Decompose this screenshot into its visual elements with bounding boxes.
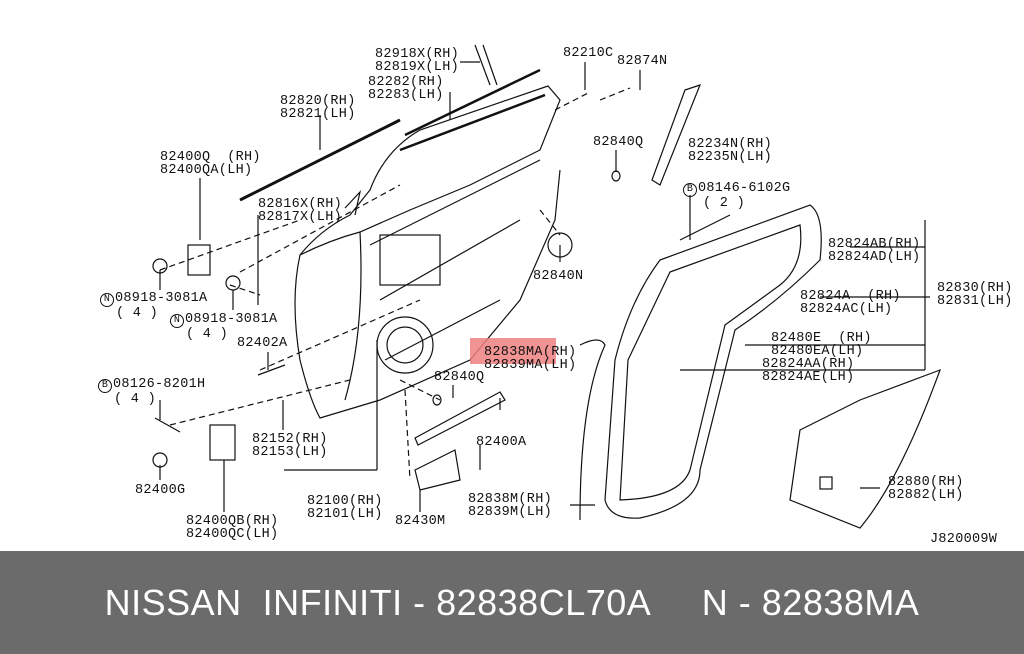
part-label[interactable]: 82918X(RH)82819X(LH) bbox=[375, 47, 460, 75]
part-label[interactable]: 82838M(RH)82839M(LH) bbox=[468, 492, 553, 520]
nut-marker-icon: N bbox=[100, 293, 114, 307]
part-label[interactable]: 82816X(RH)82817X(LH) bbox=[258, 197, 343, 225]
trim-panel-drawing bbox=[789, 368, 942, 529]
part-label[interactable]: 82820(RH)82821(LH) bbox=[280, 94, 356, 122]
weatherstrip-drawing bbox=[604, 204, 822, 519]
part-label[interactable]: 82480E (RH)82480EA(LH) bbox=[771, 331, 872, 359]
part-label[interactable]: 82824A (RH)82824AC(LH) bbox=[800, 289, 901, 317]
parts-diagram: 82918X(RH)82819X(LH) 82210C 82874N 82282… bbox=[98, 44, 1013, 547]
highlighted-part-marker bbox=[470, 338, 556, 364]
part-label[interactable]: 82840N bbox=[533, 269, 584, 284]
part-label[interactable]: 82874N bbox=[617, 54, 668, 69]
part-label[interactable]: 82210C bbox=[563, 46, 614, 61]
hinge-upper bbox=[187, 244, 211, 276]
hinge-lower bbox=[209, 424, 236, 461]
bolt-marker-icon: B bbox=[683, 183, 697, 197]
door-line-art bbox=[152, 44, 942, 529]
part-label[interactable]: 82400QB(RH)82400QC(LH) bbox=[186, 514, 279, 542]
part-label[interactable]: 82100(RH)82101(LH) bbox=[307, 494, 383, 522]
part-number-banner: NISSAN INFINITI - 82838CL70A N - 82838MA bbox=[0, 551, 1024, 654]
diagram-code: J820009W bbox=[930, 532, 998, 547]
part-label[interactable]: 82282(RH)82283(LH) bbox=[368, 75, 444, 103]
part-label[interactable]: 82400Q (RH)82400QA(LH) bbox=[160, 150, 261, 178]
part-label[interactable]: 82824AA(RH)82824AE(LH) bbox=[762, 357, 855, 385]
part-label[interactable]: 82400A bbox=[476, 435, 527, 450]
part-label[interactable]: 82824AB(RH)82824AD(LH) bbox=[828, 237, 921, 265]
part-label-highlighted[interactable]: 82838MA(RH)82839MA(LH) bbox=[484, 345, 577, 373]
part-label[interactable]: 82430M bbox=[395, 514, 446, 529]
part-label[interactable]: 82152(RH)82153(LH) bbox=[252, 432, 328, 460]
nut-marker-icon: N bbox=[170, 314, 184, 328]
part-label[interactable]: 82234N(RH)82235N(LH) bbox=[688, 137, 773, 165]
part-label[interactable]: 82402A bbox=[237, 336, 288, 351]
part-label[interactable]: 82400G bbox=[135, 483, 186, 498]
part-label[interactable]: 82840Q bbox=[434, 370, 485, 385]
part-label[interactable]: 82840Q bbox=[593, 135, 644, 150]
part-label[interactable]: 82830(RH)82831(LH) bbox=[937, 281, 1013, 309]
bolt-marker-icon: B bbox=[98, 379, 112, 393]
door-panel-drawing bbox=[294, 85, 561, 419]
banner-text: NISSAN INFINITI - 82838CL70A N - 82838MA bbox=[104, 581, 920, 623]
part-label[interactable]: 82880(RH)82882(LH) bbox=[888, 475, 964, 503]
